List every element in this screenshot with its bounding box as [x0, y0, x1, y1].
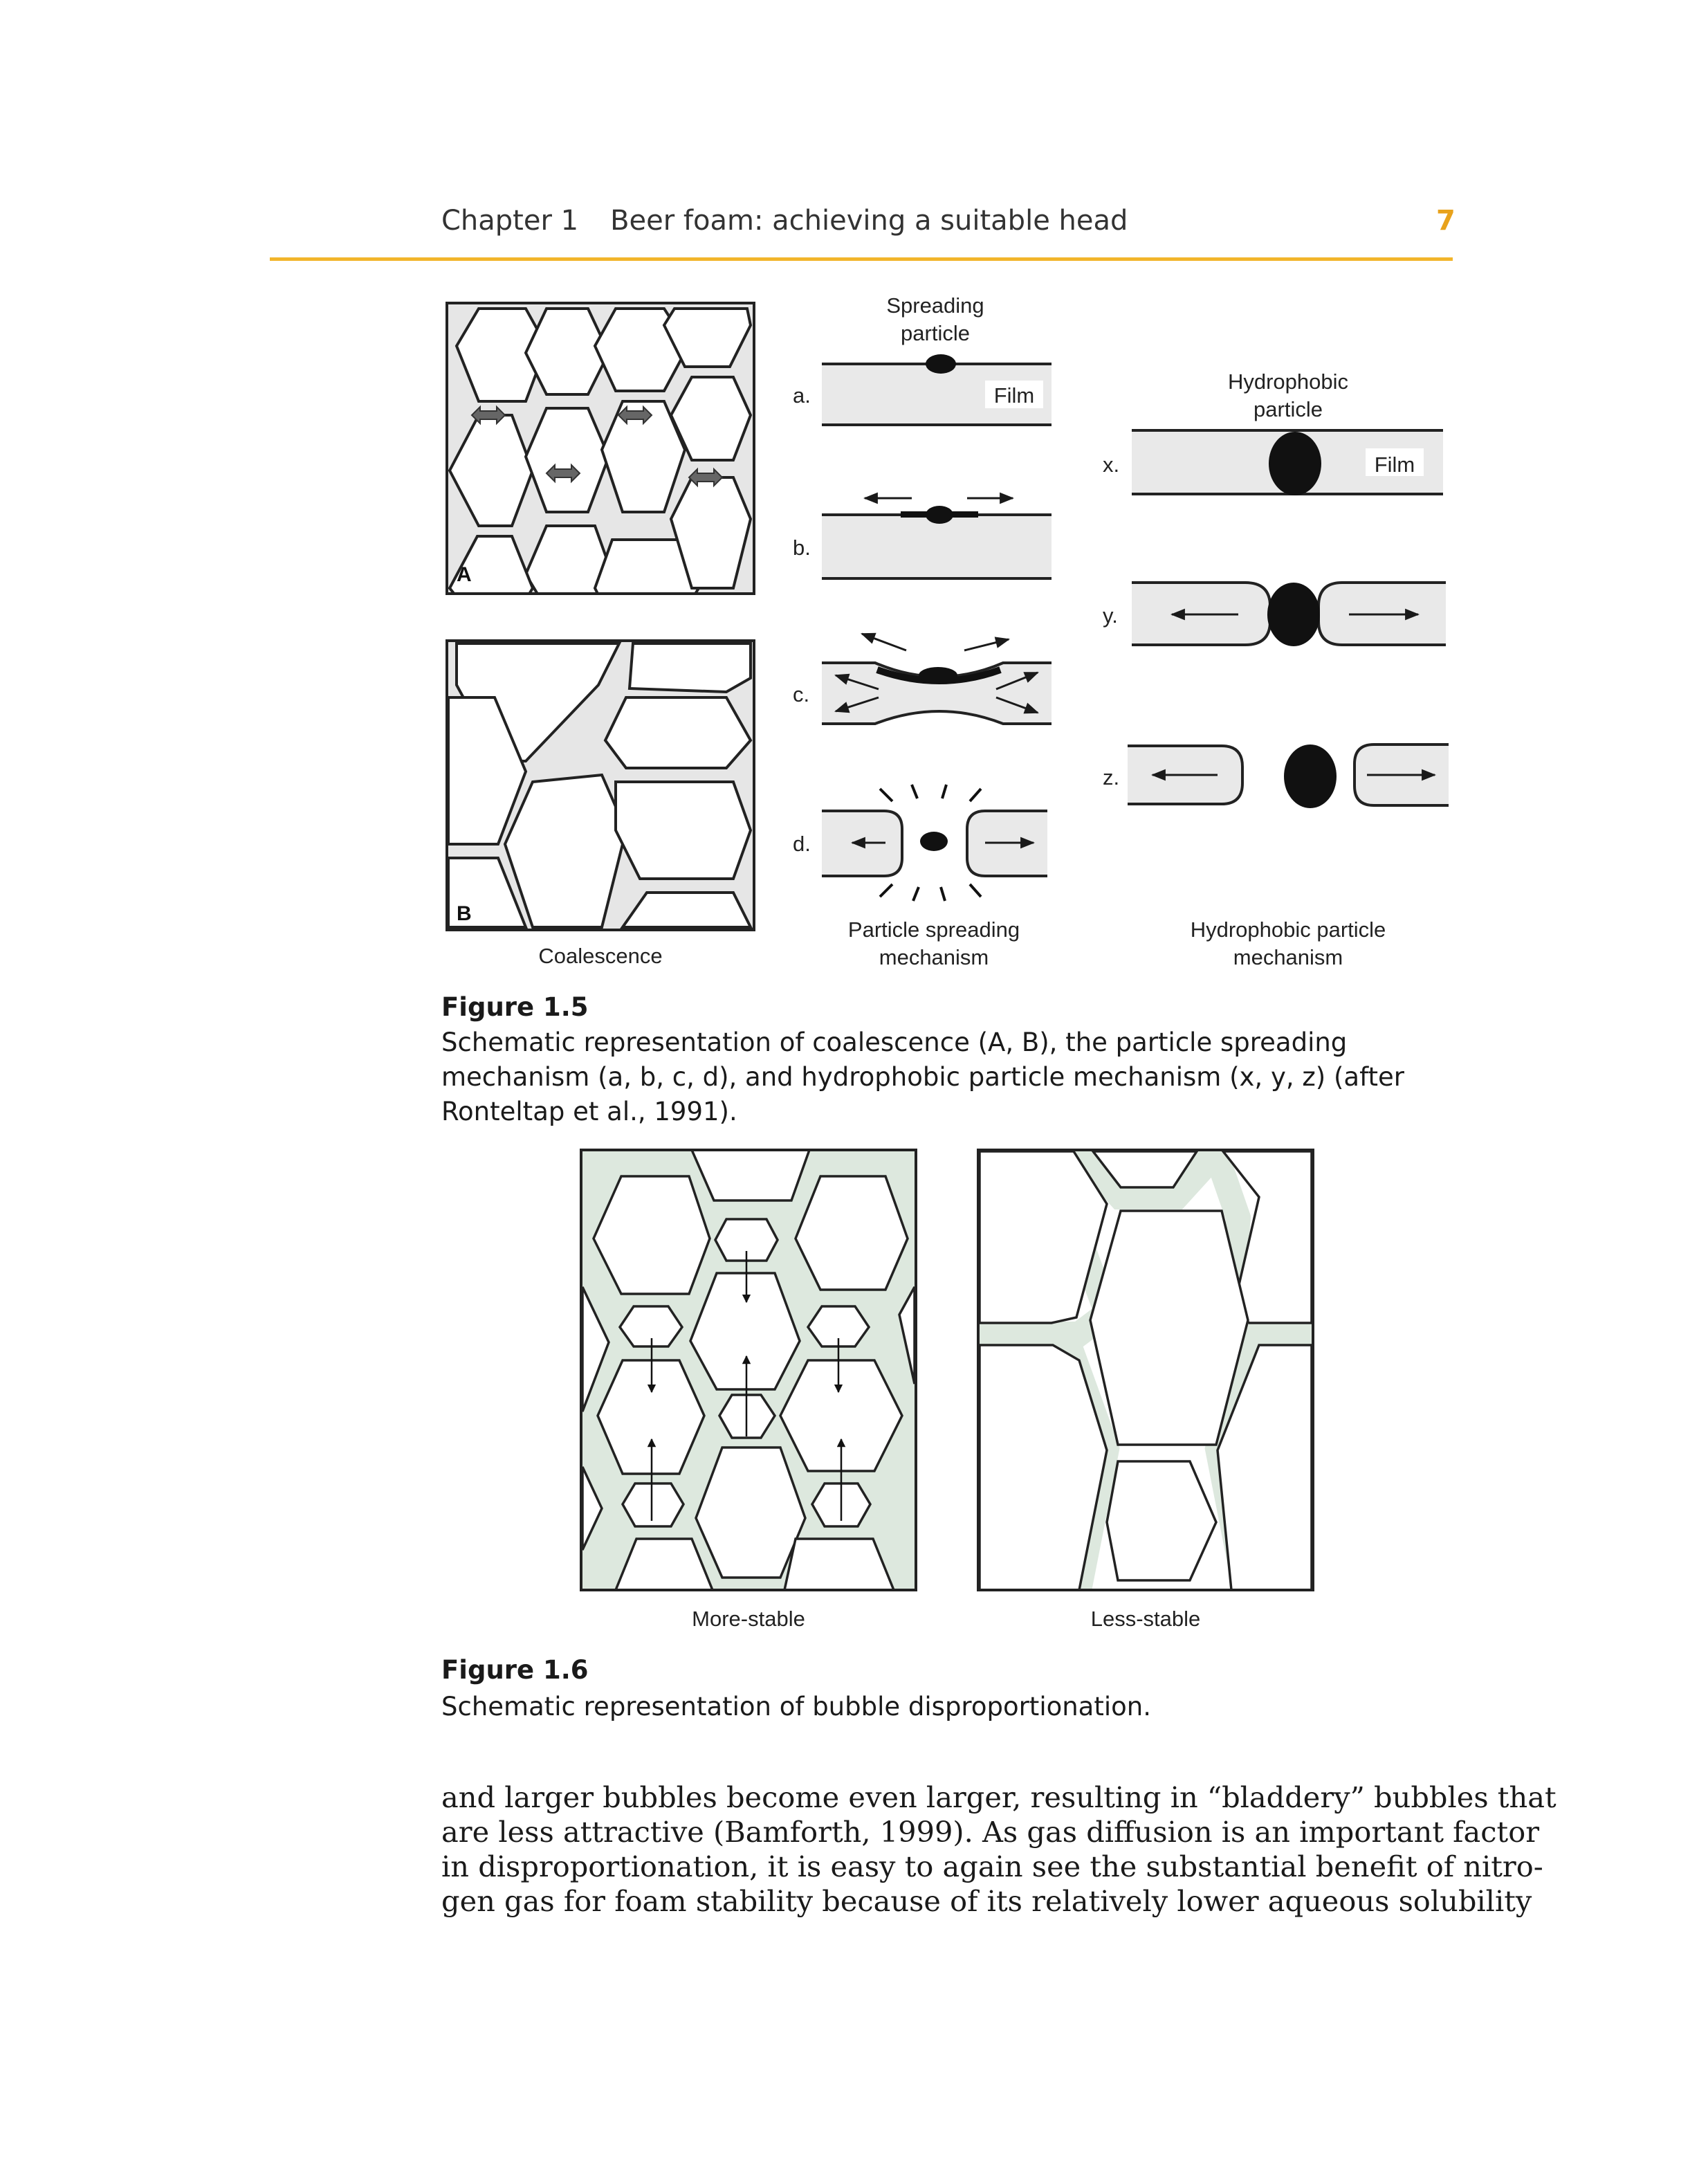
- more-stable-label: More-stable: [692, 1607, 805, 1631]
- step-label-a: a.: [793, 383, 811, 408]
- film-label-a: Film: [994, 383, 1035, 408]
- less-stable-label: Less-stable: [1091, 1607, 1201, 1631]
- body-line-1: and larger bubbles become even larger, r…: [441, 1780, 1557, 1814]
- step-label-d: d.: [793, 832, 811, 856]
- particle-spreading-label-line1: Particle spreading: [848, 917, 1020, 942]
- spreading-particle-a: [926, 354, 956, 374]
- figure-1-5-caption-title: Figure 1.5: [441, 992, 589, 1022]
- body-line-2: are less attractive (Bamforth, 1999). As…: [441, 1815, 1540, 1849]
- panel-label-a: A: [457, 563, 472, 586]
- chapter-label: Chapter 1 Beer foam: achieving a suitable…: [441, 205, 1128, 237]
- less-stable-panel: [977, 1149, 1314, 1591]
- hydrophobic-mechanism: Hydrophobic particle x. Film y. z. Hydro…: [1103, 369, 1449, 969]
- film-c: [822, 663, 1052, 724]
- step-label-x: x.: [1103, 453, 1119, 477]
- hydrophobic-mechanism-label-line1: Hydrophobic particle: [1191, 917, 1386, 942]
- coalescence-panel-b: B: [446, 639, 755, 931]
- step-label-b: b.: [793, 536, 811, 560]
- body-line-4: gen gas for foam stability because of it…: [441, 1884, 1532, 1918]
- coalescence-label: Coalescence: [538, 944, 662, 968]
- figure-1-6-caption-text: Schematic representation of bubble dispr…: [441, 1692, 1151, 1721]
- hydrophobic-mechanism-label-line2: mechanism: [1233, 945, 1343, 969]
- more-stable-panel: [580, 1149, 917, 1591]
- figure-1-5: A B Coalescence Spreading particle a. Fi…: [446, 293, 1449, 969]
- hydrophobic-particle-x: [1269, 432, 1321, 495]
- spreading-mechanism: Spreading particle a. Film b. c. d.: [793, 293, 1052, 969]
- coalescence-panel-a: A: [446, 302, 755, 595]
- hydrophobic-particle-label-line2: particle: [1254, 397, 1323, 421]
- figure-1-6: More-stable Less-stable: [580, 1149, 1314, 1631]
- particle-spreading-label-line2: mechanism: [879, 945, 989, 969]
- chapter-number: Chapter 1: [441, 205, 579, 237]
- body-line-3: in disproportionation, it is easy to aga…: [441, 1849, 1543, 1883]
- header-rule: [270, 257, 1453, 261]
- spreading-particle-label-line1: Spreading: [886, 293, 984, 318]
- figure-1-6-caption-title: Figure 1.6: [441, 1655, 589, 1685]
- step-label-y: y.: [1103, 603, 1118, 628]
- chapter-title: Beer foam: achieving a suitable head: [610, 205, 1128, 237]
- step-label-z: z.: [1103, 765, 1119, 789]
- hydrophobic-particle-label-line1: Hydrophobic: [1228, 369, 1348, 394]
- spreading-particle-label-line2: particle: [901, 321, 970, 345]
- body-paragraph: and larger bubbles become even larger, r…: [441, 1780, 1557, 1919]
- page-number: 7: [1436, 205, 1456, 237]
- panel-label-b: B: [457, 902, 472, 925]
- film-b: [822, 515, 1052, 578]
- film-label-x: Film: [1375, 453, 1415, 477]
- step-label-c: c.: [793, 682, 809, 706]
- figure-1-5-caption-text: Schematic representation of coalescence …: [441, 1027, 1404, 1126]
